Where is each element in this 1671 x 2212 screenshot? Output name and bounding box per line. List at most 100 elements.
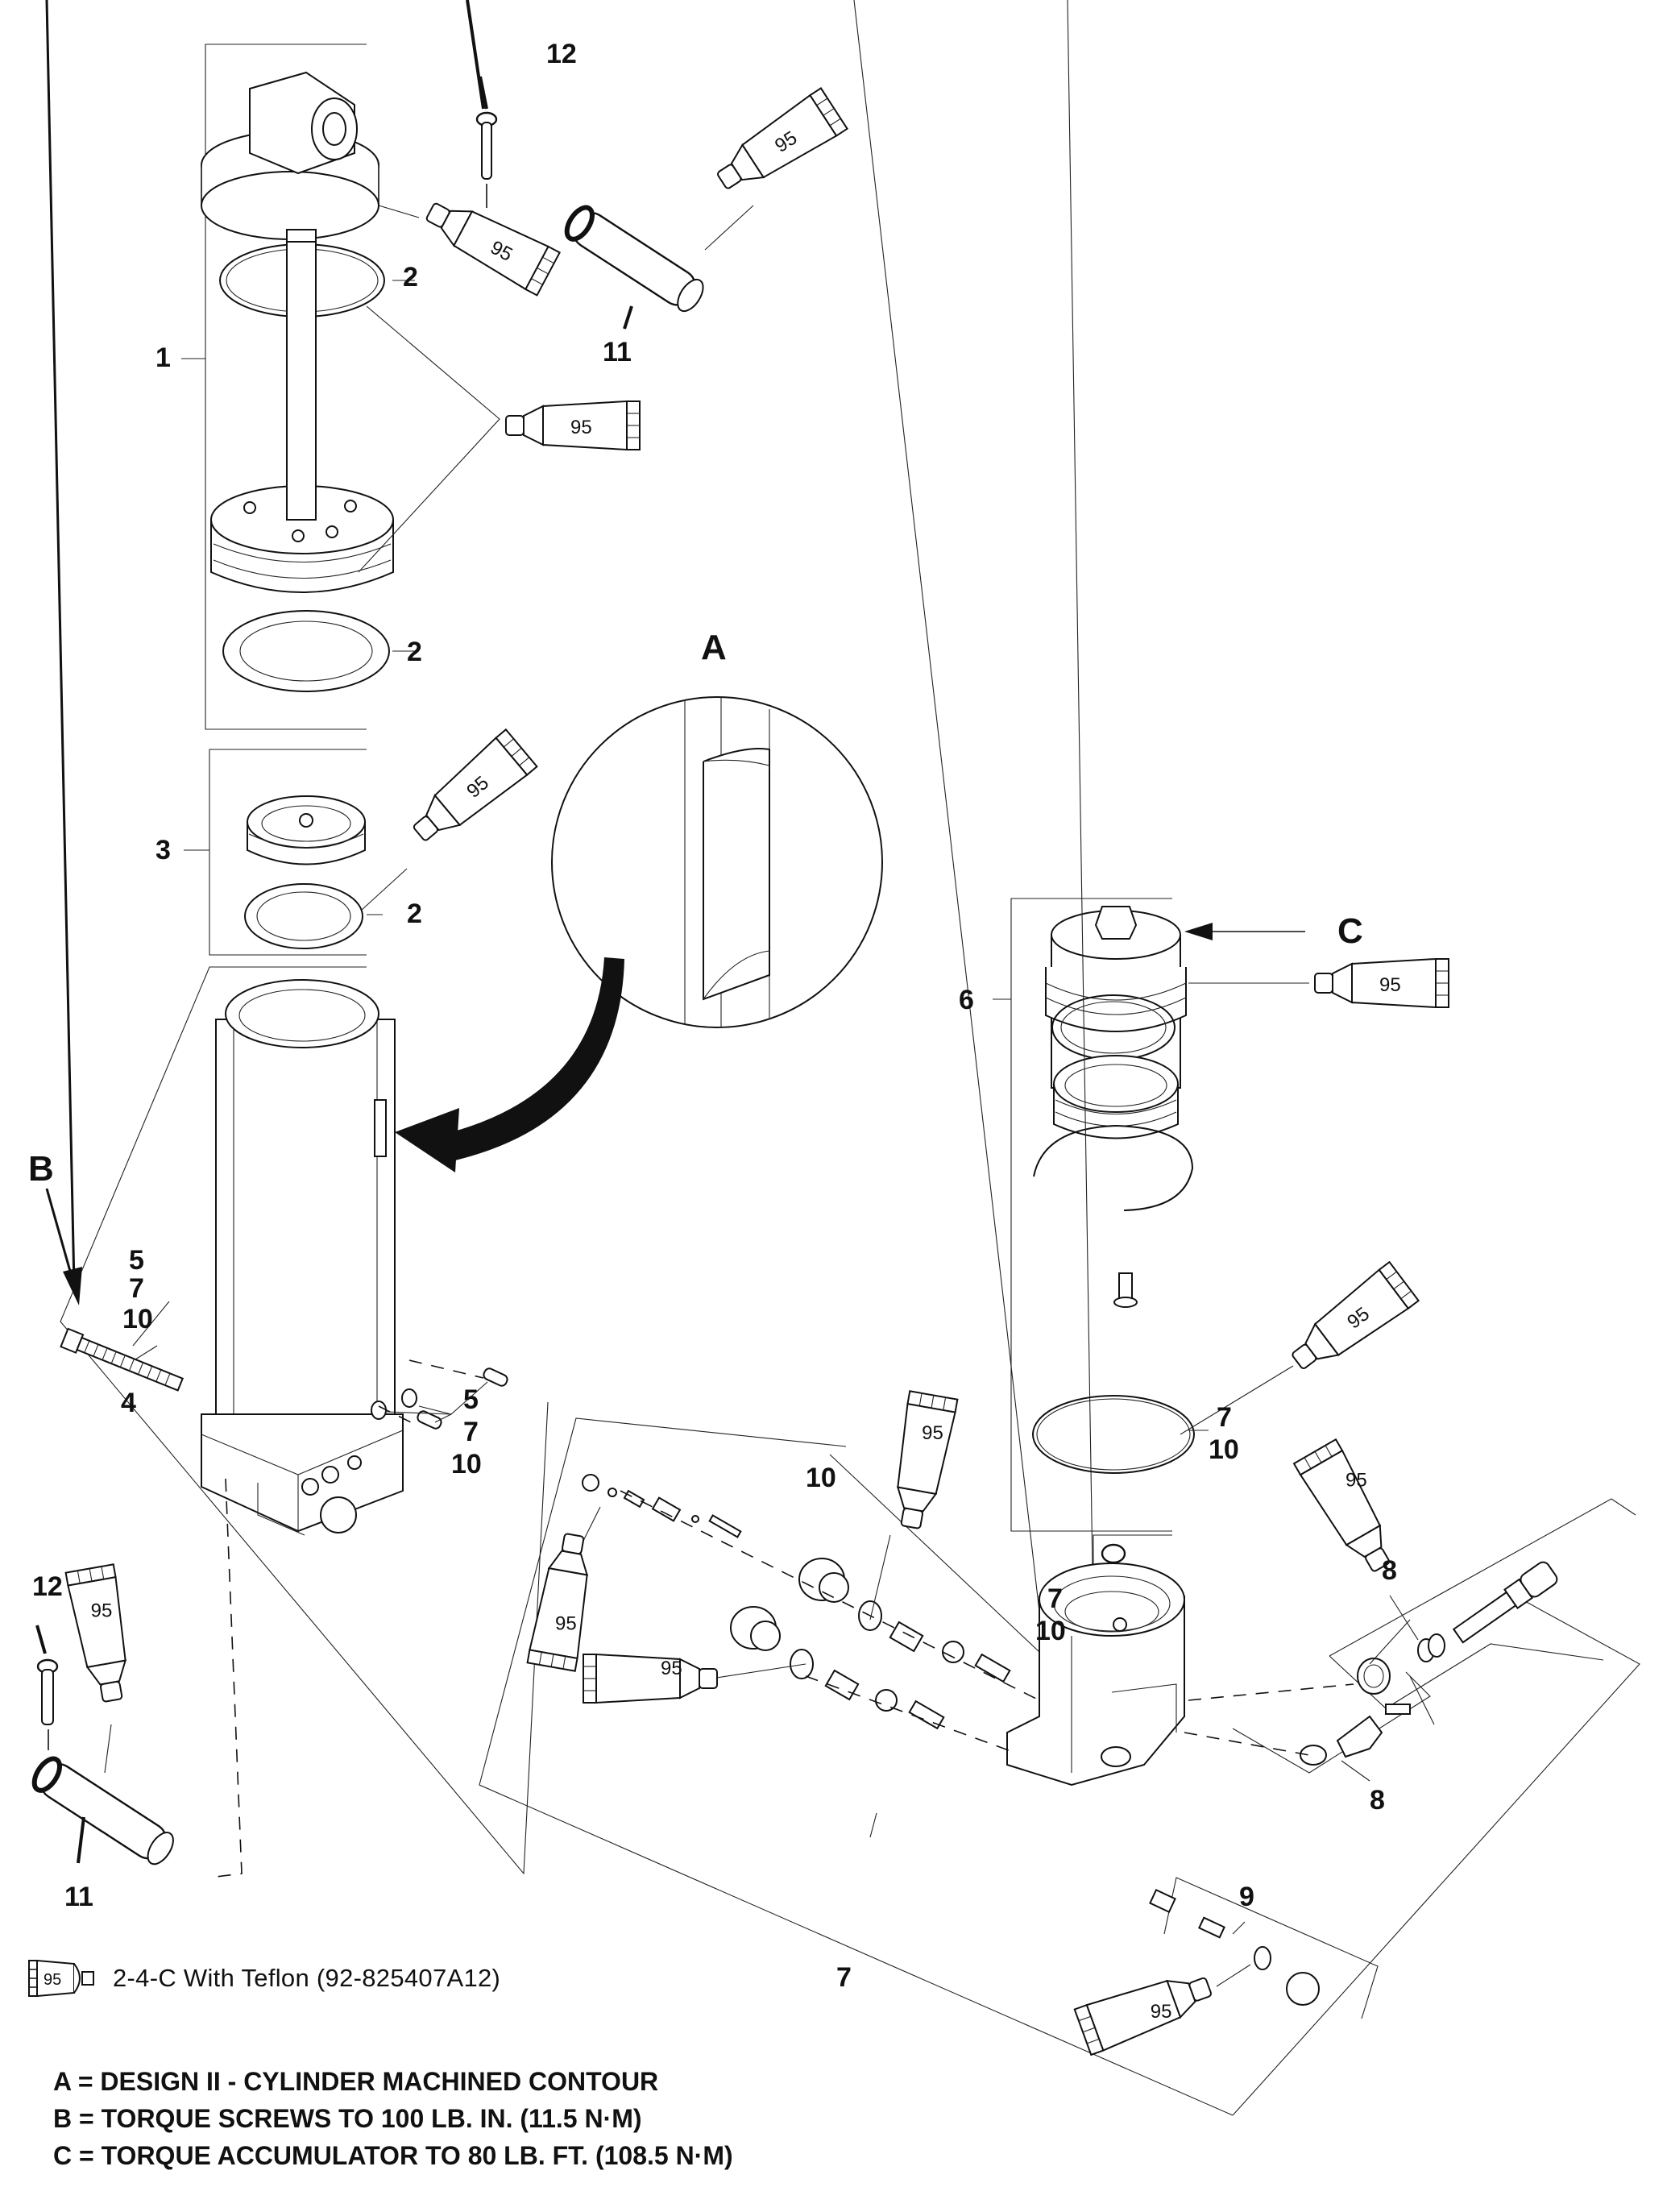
cylinder-end-cap bbox=[247, 795, 366, 865]
callout-2: 2 bbox=[403, 262, 418, 293]
svg-text:95: 95 bbox=[1151, 2001, 1172, 2023]
legend-text: 2-4-C With Teflon (92-825407A12) bbox=[113, 1964, 501, 1992]
lubricant-tube-icon: 95 bbox=[417, 189, 561, 297]
o-ring bbox=[1032, 1395, 1195, 1474]
o-ring bbox=[1254, 1946, 1271, 1970]
svg-text:95: 95 bbox=[91, 1600, 113, 1622]
o-ring bbox=[790, 1649, 814, 1679]
plug bbox=[1149, 1889, 1176, 1913]
callout-12: 12 bbox=[546, 39, 577, 69]
callout-7: 7 bbox=[463, 1417, 479, 1447]
lubricant-tube-icon: 95 bbox=[707, 87, 848, 203]
screw-12-bottom bbox=[35, 1625, 59, 1750]
check-ball bbox=[942, 1641, 964, 1663]
callout-7: 7 bbox=[1047, 1583, 1063, 1614]
bracket bbox=[1336, 1715, 1383, 1758]
lubricant-legend: 95 2-4-C With Teflon (92-825407A12) bbox=[27, 1954, 500, 2002]
o-ring bbox=[222, 610, 390, 692]
lubricant-tube-icon: 95 bbox=[1073, 1962, 1218, 2056]
callout-8: 8 bbox=[1382, 1555, 1397, 1586]
callout-2: 2 bbox=[407, 637, 422, 667]
washer bbox=[371, 1401, 387, 1420]
callout-3: 3 bbox=[155, 835, 171, 865]
lubricant-tube-icon: 95 bbox=[1314, 958, 1449, 1008]
washer bbox=[1300, 1745, 1327, 1766]
item-7-group bbox=[479, 0, 1640, 2116]
item-1-group bbox=[181, 44, 500, 730]
notes-block: A = DESIGN II - CYLINDER MACHINED CONTOU… bbox=[53, 2063, 733, 2174]
spring bbox=[623, 1489, 645, 1509]
valve-plug bbox=[730, 1606, 781, 1651]
callout-5: 5 bbox=[129, 1245, 144, 1276]
item-6-group bbox=[993, 898, 1309, 1532]
cap-screw bbox=[60, 1327, 185, 1392]
check-valve-small-group bbox=[1067, 0, 1172, 1721]
callout-2: 2 bbox=[407, 898, 422, 929]
svg-text:95: 95 bbox=[1346, 1470, 1367, 1492]
callout-11: 11 bbox=[603, 337, 632, 367]
item-8-lower-group bbox=[1184, 1671, 1431, 1782]
piston bbox=[210, 241, 394, 593]
svg-text:95: 95 bbox=[555, 1612, 577, 1634]
callout-9: 9 bbox=[1239, 1882, 1254, 1912]
detail-label-b: B bbox=[28, 1149, 54, 1189]
seal bbox=[1357, 1658, 1391, 1695]
callout-10: 10 bbox=[451, 1449, 482, 1480]
spring bbox=[651, 1496, 682, 1522]
check-ball bbox=[875, 1689, 898, 1712]
dowel-pin bbox=[417, 1410, 442, 1430]
callout-7: 7 bbox=[1217, 1402, 1232, 1433]
lubricant-tube-icon: 95 bbox=[1293, 1438, 1404, 1580]
manual-release-valve bbox=[1452, 1561, 1558, 1644]
lubricant-tube-icon: 95 bbox=[28, 1959, 94, 1998]
lubricant-tube-icon: 95 bbox=[885, 1390, 959, 1533]
detail-label-c: C bbox=[1337, 911, 1363, 951]
lubricant-tube-icon: 95 bbox=[583, 1654, 718, 1704]
callout-7: 7 bbox=[129, 1273, 144, 1304]
svg-text:95: 95 bbox=[570, 417, 592, 438]
callout-10: 10 bbox=[806, 1463, 836, 1493]
note-a: A = DESIGN II - CYLINDER MACHINED CONTOU… bbox=[53, 2067, 659, 2096]
callout-7: 7 bbox=[836, 1962, 852, 1993]
callout-12: 12 bbox=[32, 1571, 63, 1602]
detail-a-magnified-view bbox=[551, 696, 883, 1028]
callout-11: 11 bbox=[64, 1882, 93, 1912]
pump-manifold bbox=[1006, 1563, 1185, 1787]
callout-10: 10 bbox=[1209, 1434, 1239, 1465]
item-3-group bbox=[184, 749, 408, 956]
note-b: B = TORQUE SCREWS TO 100 LB. IN. (11.5 N… bbox=[53, 2104, 642, 2133]
pivot-pin-11-top bbox=[564, 205, 704, 313]
curved-arrow-icon bbox=[442, 957, 624, 1160]
washer bbox=[401, 1388, 417, 1408]
callout-10: 10 bbox=[1035, 1616, 1066, 1646]
svg-text:95: 95 bbox=[1379, 974, 1401, 996]
item-8-upper-group bbox=[1188, 1498, 1636, 1725]
small-screw bbox=[1385, 1704, 1411, 1715]
dowel-pin bbox=[483, 1367, 508, 1387]
small-screw bbox=[1113, 1272, 1138, 1308]
rod-clevis bbox=[201, 71, 379, 240]
lubricant-tube-icon: 95 bbox=[402, 728, 538, 853]
lubricant-tube-icon: 95 bbox=[1281, 1261, 1420, 1382]
spring bbox=[889, 1621, 924, 1653]
callout-4: 4 bbox=[121, 1388, 136, 1418]
o-ring bbox=[244, 883, 363, 949]
callout-10: 10 bbox=[122, 1304, 153, 1334]
screw-12-top bbox=[466, 0, 498, 208]
callout-1: 1 bbox=[155, 342, 171, 373]
svg-text:95: 95 bbox=[661, 1658, 682, 1679]
valve-plug bbox=[798, 1558, 849, 1603]
spring bbox=[1198, 1916, 1225, 1939]
lubricant-tube-icon: 95 bbox=[64, 1563, 138, 1706]
plug bbox=[582, 1474, 599, 1492]
trim-cylinder bbox=[201, 979, 404, 1536]
callout-6: 6 bbox=[959, 985, 974, 1015]
detail-label-a: A bbox=[701, 628, 727, 667]
callout-5: 5 bbox=[463, 1384, 479, 1415]
svg-text:95: 95 bbox=[44, 1971, 61, 1989]
note-c: C = TORQUE ACCUMULATOR TO 80 LB. FT. (10… bbox=[53, 2141, 733, 2170]
svg-text:95: 95 bbox=[922, 1422, 943, 1444]
callout-8: 8 bbox=[1370, 1785, 1385, 1816]
group-bracket bbox=[205, 44, 367, 730]
